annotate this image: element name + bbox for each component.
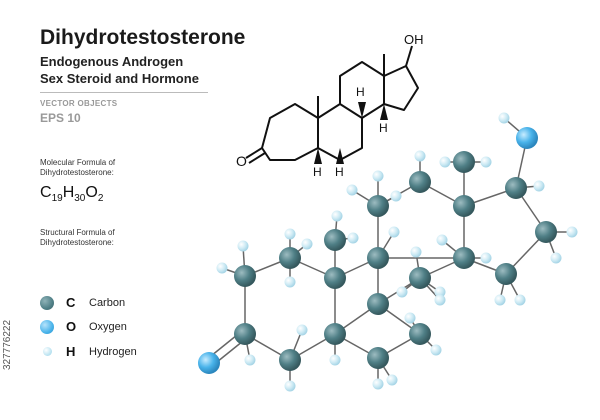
hydrogen-atom: [296, 324, 308, 336]
hydrogen-atom: [372, 378, 384, 390]
hydrogen-atom: [244, 354, 256, 366]
hydrogen-atom: [480, 156, 492, 168]
subtitle-steroid: Sex Steroid and Hormone: [40, 71, 199, 86]
carbon-atom: [409, 171, 431, 193]
molecular-label-line1: Molecular Formula of: [40, 158, 116, 167]
h-label-3: H: [379, 121, 388, 135]
hydrogen-atom: [550, 252, 562, 264]
oxygen-atom: [516, 127, 538, 149]
carbon-atom: [279, 349, 301, 371]
hydrogen-name: Hydrogen: [89, 346, 137, 358]
oxygen-atom: [198, 352, 220, 374]
carbon-atom: [234, 265, 256, 287]
hydrogen-atom: [439, 156, 451, 168]
hydrogen-atom: [566, 226, 578, 238]
hydrogen-atom: [533, 180, 545, 192]
ketone-o-label: O: [236, 153, 247, 169]
carbon-atom: [453, 151, 475, 173]
molecular-formula: C19H30O2: [40, 184, 104, 205]
hydrogen-atom: [386, 374, 398, 386]
structural-label-line1: Structural Formula of: [40, 228, 115, 237]
carbon-atom: [324, 323, 346, 345]
ring-b: [317, 103, 363, 161]
hydrogen-atom: [434, 294, 446, 306]
molecular-label-line2: Dihydrotestosterone:: [40, 168, 114, 177]
carbon-atom: [367, 195, 389, 217]
carbon-atom: [453, 195, 475, 217]
hydrogen-atom: [301, 238, 313, 250]
structural-formula-label: Structural Formula of Dihydrotestosteron…: [40, 228, 140, 248]
carbon-atom: [279, 247, 301, 269]
hydrogen-atom: [494, 294, 506, 306]
hydrogen-atom: [329, 354, 341, 366]
carbon-atom: [234, 323, 256, 345]
carbon-atom: [367, 347, 389, 369]
carbon-atom: [535, 221, 557, 243]
hydrogen-atom: [346, 184, 358, 196]
hydrogen-atom: [284, 276, 296, 288]
carbon-name: Carbon: [89, 297, 126, 309]
divider: [40, 92, 208, 93]
oxygen-symbol: O: [66, 319, 77, 334]
hydrogen-atom: [498, 112, 510, 124]
ring-a: [261, 103, 319, 161]
carbon-atom: [367, 293, 389, 315]
carbon-symbol: C: [66, 295, 76, 310]
hydrogen-atom: [436, 234, 448, 246]
carbon-atom: [453, 247, 475, 269]
hydrogen-atom: [331, 210, 343, 222]
hydrogen-atom: [396, 286, 408, 298]
carbon-atom: [324, 229, 346, 251]
eps-label: EPS 10: [40, 111, 81, 125]
carbon-atom: [324, 267, 346, 289]
hydrogen-symbol: H: [66, 344, 76, 359]
hydrogen-atom: [514, 294, 526, 306]
hydrogen-atom: [284, 380, 296, 392]
carbon-atom: [367, 247, 389, 269]
h-label-1: H: [356, 85, 365, 99]
hydrogen-atom: [216, 262, 228, 274]
hydrogen-atom: [372, 170, 384, 182]
hydrogen-atom: [404, 312, 416, 324]
hydrogen-atom: [414, 150, 426, 162]
hydrogen-atom: [480, 252, 492, 264]
h-label-2: H: [335, 165, 344, 179]
diagram-title: Dihydrotestosterone: [40, 26, 246, 49]
h-label-4: H: [313, 165, 322, 179]
vector-objects-label: VECTOR OBJECTS: [40, 99, 118, 108]
carbon-legend-dot: [40, 296, 54, 310]
structural-label-line2: Dihydrotestosterone:: [40, 238, 114, 247]
hydrogen-atom: [390, 190, 402, 202]
carbon-atom: [505, 177, 527, 199]
ring-d: [383, 65, 419, 111]
hydrogen-atom: [237, 240, 249, 252]
oxygen-name: Oxygen: [89, 321, 127, 333]
carbon-atom: [495, 263, 517, 285]
hydrogen-legend-dot: [43, 347, 52, 356]
hydrogen-atom: [388, 226, 400, 238]
oxygen-legend-dot: [40, 320, 54, 334]
hydrogen-atom: [284, 228, 296, 240]
hydrogen-atom: [434, 286, 446, 298]
subtitle-endogenous: Endogenous Androgen: [40, 54, 184, 69]
ring-c: [339, 61, 385, 119]
hydrogen-atom: [347, 232, 359, 244]
molecular-formula-label: Molecular Formula of Dihydrotestosterone…: [40, 158, 140, 178]
hydrogen-atom: [430, 344, 442, 356]
hydroxyl-label: OH: [404, 32, 424, 47]
carbon-atom: [409, 267, 431, 289]
hydrogen-atom: [410, 246, 422, 258]
carbon-atom: [409, 323, 431, 345]
